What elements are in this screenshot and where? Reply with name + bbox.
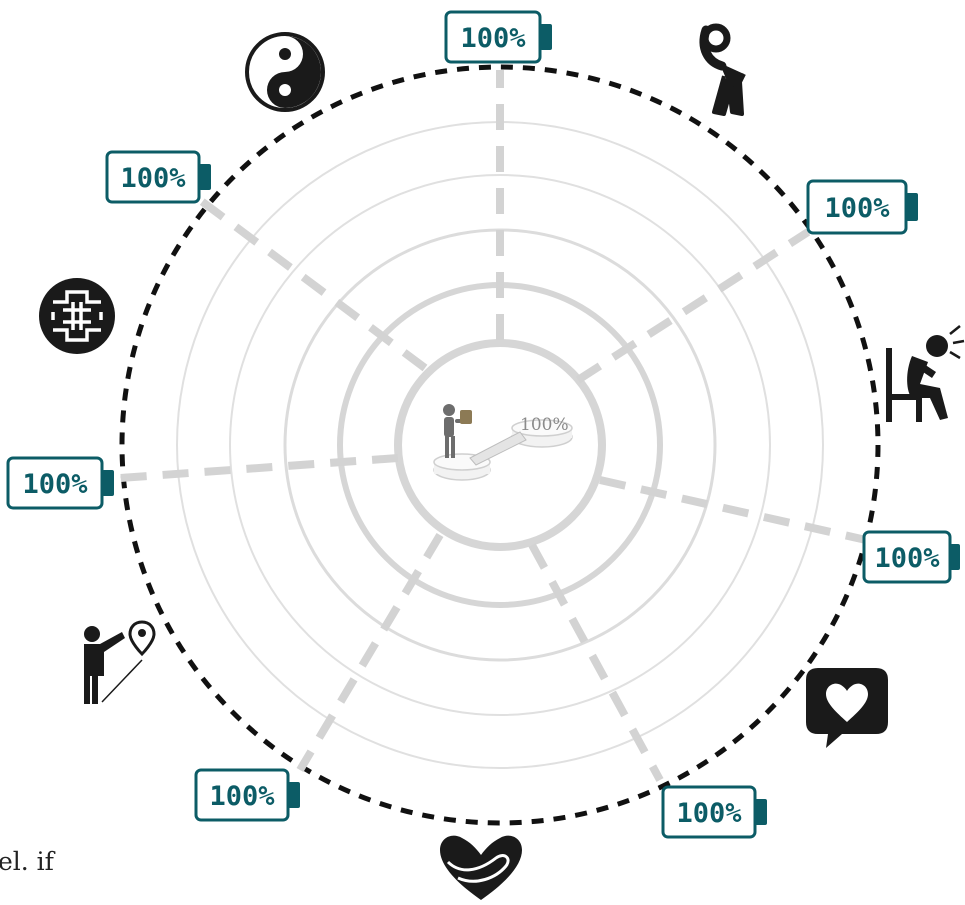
edge-text: el. if [0,847,56,876]
battery-label: 100% [120,163,186,194]
self-hug-heart-icon [440,835,522,900]
ring-inner [394,339,606,551]
battery-label: 100% [874,543,940,574]
battery-right: 100% [862,530,960,584]
spoke-bottom-left [296,532,444,773]
battery-upper-right: 100% [806,179,918,235]
heart-speech-bubble-icon [806,668,888,748]
spoke-left [119,454,399,482]
center-bridge [469,431,527,466]
spoke-top-right [575,228,811,384]
battery-left: 100% [6,456,114,510]
person-with-puzzle-icon [443,404,472,458]
chinese-knot-icon [39,278,115,354]
battery-label: 100% [460,23,526,54]
spoke-bottom-right [528,543,664,782]
battery-top: 100% [444,10,552,64]
battery-lower-right: 100% [661,785,767,839]
battery-lower-left: 100% [194,768,300,822]
spoke-top-left [197,196,428,372]
battery-label: 100% [22,469,88,500]
stretching-person-icon [699,23,746,116]
battery-upper-left: 100% [105,150,211,204]
stressed-person-icon [886,325,965,422]
battery-label: 100% [209,781,275,812]
center-percent-label: 100% [520,415,569,435]
yin-yang-icon [245,32,325,112]
spoke-right [599,476,867,544]
person-pointing-location-icon [84,620,156,704]
battery-label: 100% [676,798,742,829]
outer-dashed-ring [119,64,881,826]
ring-4 [229,174,771,716]
battery-label: 100% [824,193,890,224]
spokes [119,70,867,782]
center-illustration: 100% [433,404,573,481]
